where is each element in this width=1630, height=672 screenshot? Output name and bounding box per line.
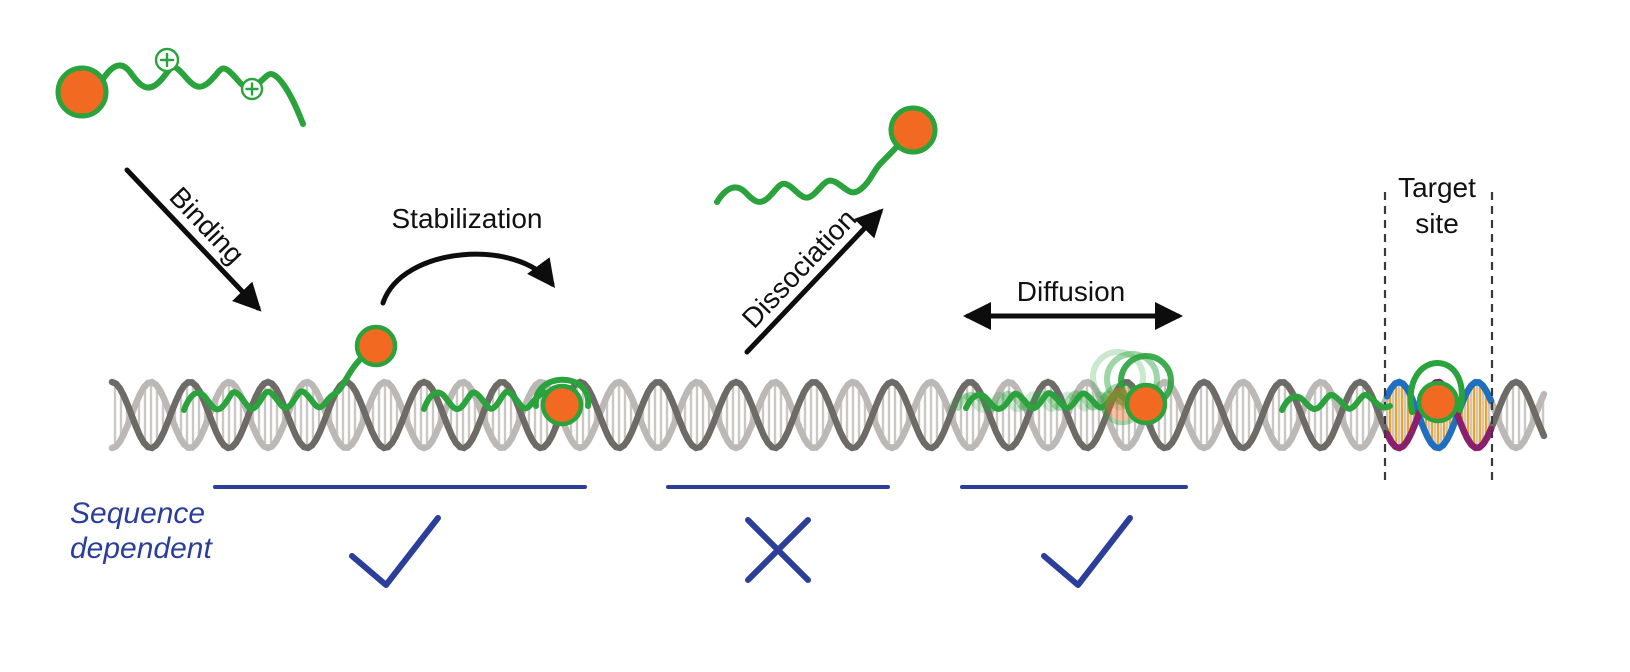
stabilization-arrow [380, 251, 555, 306]
free-protein-unbound [55, 47, 306, 127]
svg-text:dependent: dependent [70, 532, 213, 565]
protein-globular-domain [540, 383, 584, 427]
stabilized-protein [421, 376, 592, 427]
bound-tail [963, 390, 1145, 412]
positive-charge-icon [154, 47, 180, 73]
svg-text:Target: Target [1398, 172, 1476, 203]
dissociation-label: Dissociation [736, 203, 862, 334]
protein-globular-domain [1124, 382, 1168, 426]
tail-loop [1407, 360, 1465, 415]
dna-helix [108, 378, 1548, 452]
tail-loop [1090, 349, 1146, 405]
protein-globular-domain [354, 324, 398, 368]
disordered-tail [97, 62, 306, 127]
diffusion-label: Diffusion [1017, 276, 1125, 307]
check-icon [349, 515, 441, 588]
sequence-dependent-label: Sequence dependent [70, 497, 213, 565]
disordered-tail [714, 139, 904, 205]
bound-tail [421, 388, 547, 412]
binding-arrow [124, 167, 262, 312]
sliding-protein [947, 349, 1174, 426]
protein-globular-domain [55, 65, 109, 119]
bound-tail [181, 351, 369, 413]
dissociated-protein [714, 105, 938, 205]
svg-text:site: site [1415, 208, 1459, 239]
stabilization-label: Stabilization [392, 203, 543, 234]
protein-globular-domain [1416, 380, 1460, 424]
tail-loop [532, 376, 592, 409]
check-icon [1041, 515, 1133, 588]
bound-protein [181, 324, 398, 413]
target-site-boundaries [1383, 192, 1494, 482]
cross-icon [745, 517, 811, 583]
bound-tail [1279, 391, 1393, 413]
protein-at-target-site [1279, 360, 1465, 424]
target-site-label: Target site [1398, 172, 1476, 239]
protein-globular-domain [888, 105, 938, 155]
dissociation-arrow [744, 208, 884, 355]
positive-charge-icon [240, 77, 264, 101]
svg-text:Sequence: Sequence [70, 497, 205, 530]
